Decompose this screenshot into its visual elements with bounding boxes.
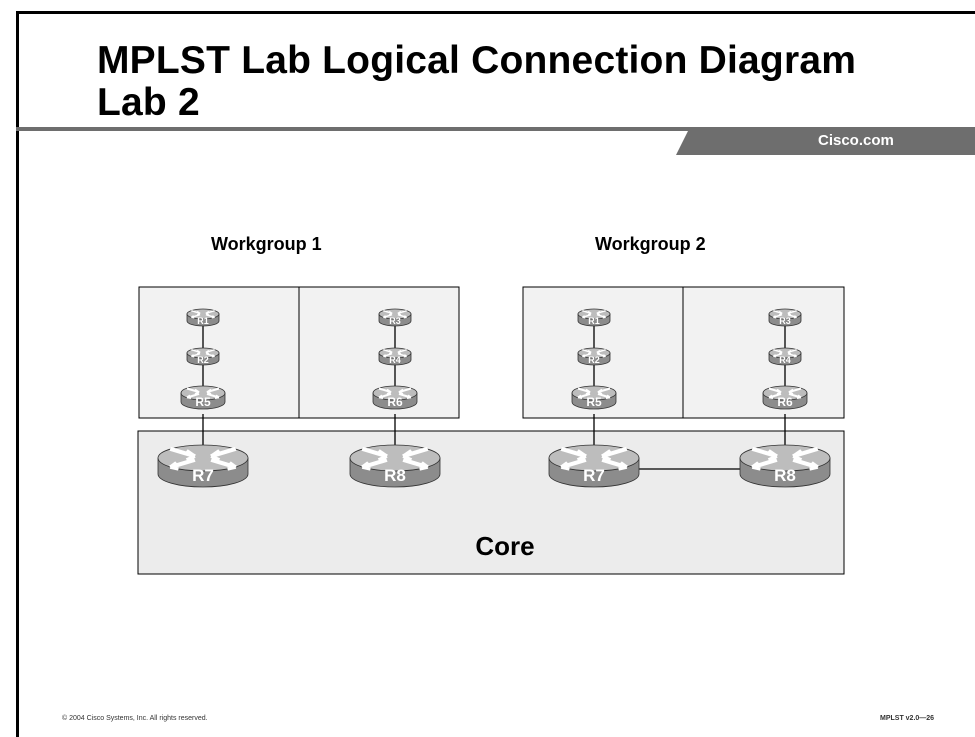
header-bar [16, 127, 975, 155]
router-label: R6 [777, 395, 793, 409]
router-label: R7 [192, 466, 214, 485]
router-arrows-icon [382, 310, 408, 319]
router-wg2-r7: R7 [548, 444, 640, 488]
router-label: R6 [387, 395, 403, 409]
slide-title-line-2: Lab 2 [97, 81, 200, 124]
router-wg1-r4: R4 [378, 347, 412, 366]
router-arrows-icon [190, 349, 216, 358]
router-wg1-r3: R3 [378, 308, 412, 327]
router-label: R4 [779, 355, 791, 365]
router-arrows-icon [768, 387, 802, 400]
router-wg2-r8: R8 [739, 444, 831, 488]
slide-frame-top [16, 11, 975, 14]
router-wg1-r1: R1 [186, 308, 220, 327]
router-label: R4 [389, 355, 401, 365]
router-wg2-r2: R2 [577, 347, 611, 366]
router-arrows-icon [772, 310, 798, 319]
core-area [137, 430, 845, 575]
router-label: R3 [779, 316, 791, 326]
copyright-footer: © 2004 Cisco Systems, Inc. All rights re… [62, 715, 208, 722]
slide-title: MPLST Lab Logical Connection Diagram Lab… [97, 40, 937, 124]
router-wg2-r1: R1 [577, 308, 611, 327]
router-label: R2 [588, 355, 600, 365]
router-label: R3 [389, 316, 401, 326]
workgroup-2-label: Workgroup 2 [595, 234, 706, 254]
router-label: R8 [774, 466, 796, 485]
router-arrows-icon [560, 446, 628, 471]
router-label: R5 [586, 395, 602, 409]
router-arrows-icon [382, 349, 408, 358]
router-wg2-r6: R6 [762, 385, 808, 410]
router-label: R7 [583, 466, 605, 485]
router-wg1-r6: R6 [372, 385, 418, 410]
router-wg2-r3: R3 [768, 308, 802, 327]
router-wg1-r8: R8 [349, 444, 441, 488]
router-arrows-icon [169, 446, 237, 471]
router-arrows-icon [581, 310, 607, 319]
router-wg2-r4: R4 [768, 347, 802, 366]
router-wg1-r5: R5 [180, 385, 226, 410]
router-arrows-icon [186, 387, 220, 400]
course-page-footer: MPLST v2.0—26 [880, 715, 935, 722]
router-label: R1 [588, 316, 600, 326]
router-arrows-icon [190, 310, 216, 319]
router-wg1-r2: R2 [186, 347, 220, 366]
router-label: R1 [197, 316, 209, 326]
router-label: R2 [197, 355, 209, 365]
router-arrows-icon [581, 349, 607, 358]
router-arrows-icon [378, 387, 412, 400]
router-label: R8 [384, 466, 406, 485]
router-label: R5 [195, 395, 211, 409]
slide-title-line-1: MPLST Lab Logical Connection Diagram [97, 39, 857, 82]
cisco-brand-label: Cisco.com [818, 132, 894, 149]
core-label: Core [475, 531, 534, 561]
router-arrows-icon [751, 446, 819, 471]
router-arrows-icon [361, 446, 429, 471]
router-wg1-r7: R7 [157, 444, 249, 488]
router-wg2-r5: R5 [571, 385, 617, 410]
slide-frame-left [16, 11, 19, 737]
router-arrows-icon [577, 387, 611, 400]
workgroup-1-label: Workgroup 1 [211, 234, 322, 254]
router-arrows-icon [772, 349, 798, 358]
